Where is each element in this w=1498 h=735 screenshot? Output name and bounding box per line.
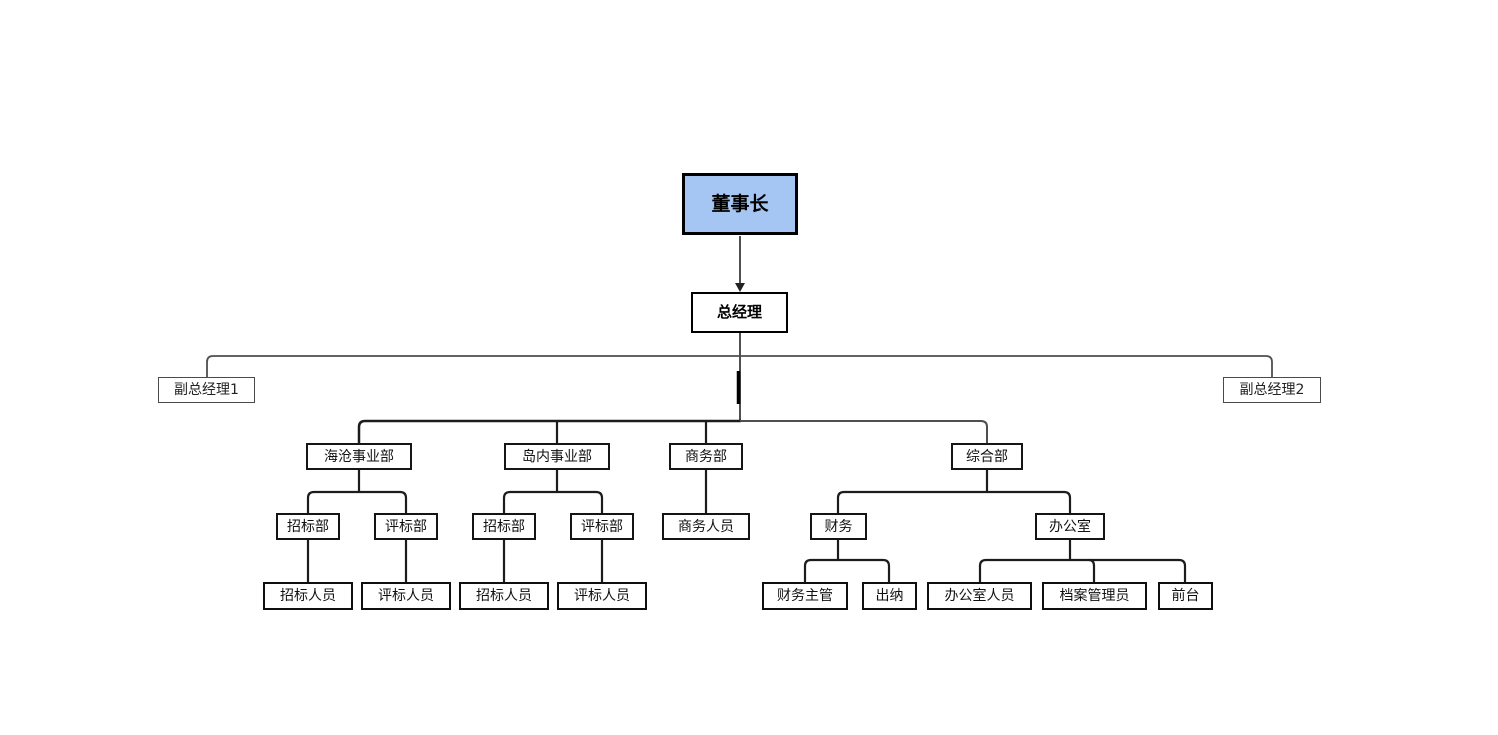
org-node-daonei[interactable]: 岛内事业部 <box>504 443 610 470</box>
org-node-bgsry[interactable]: 办公室人员 <box>927 582 1032 610</box>
connector-zonghe-rail <box>836 490 1072 513</box>
connector-dagly-drop <box>1088 558 1096 582</box>
org-node-zb1[interactable]: 招标部 <box>276 513 340 540</box>
connector-dept-rail-left <box>357 419 741 443</box>
org-node-pbry1[interactable]: 评标人员 <box>361 582 451 610</box>
org-node-cwzg[interactable]: 财务主管 <box>762 582 848 610</box>
org-node-zbry2[interactable]: 招标人员 <box>459 582 549 610</box>
connector-haicang-rail <box>306 490 408 513</box>
org-node-chuna[interactable]: 出纳 <box>862 582 917 610</box>
org-node-zonghe[interactable]: 综合部 <box>951 443 1023 470</box>
org-node-zb2[interactable]: 招标部 <box>472 513 536 540</box>
arrowhead-down <box>735 283 745 292</box>
org-node-chairman[interactable]: 董事长 <box>682 173 798 235</box>
org-node-qiantai[interactable]: 前台 <box>1158 582 1213 610</box>
org-node-vgm1[interactable]: 副总经理1 <box>158 377 255 403</box>
org-node-haicang[interactable]: 海沧事业部 <box>306 443 412 470</box>
connector-vgm-rail <box>206 355 1273 377</box>
org-node-vgm2[interactable]: 副总经理2 <box>1223 377 1321 403</box>
org-node-swry[interactable]: 商务人员 <box>662 513 750 540</box>
org-node-gm[interactable]: 总经理 <box>691 292 788 333</box>
org-node-zbry1[interactable]: 招标人员 <box>263 582 353 610</box>
connector-caiwu-rail <box>803 558 891 582</box>
connector-daonei-rail <box>502 490 604 513</box>
org-node-pb1[interactable]: 评标部 <box>374 513 438 540</box>
org-node-dagly[interactable]: 档案管理员 <box>1042 582 1147 610</box>
connector-bgs-rail <box>978 558 1187 582</box>
org-node-shangwu[interactable]: 商务部 <box>669 443 743 470</box>
org-node-pb2[interactable]: 评标部 <box>570 513 634 540</box>
org-node-pbry2[interactable]: 评标人员 <box>557 582 647 610</box>
connector-dept-rail-right <box>740 420 988 443</box>
org-node-caiwu[interactable]: 财务 <box>810 513 867 540</box>
org-node-bgs[interactable]: 办公室 <box>1035 513 1105 540</box>
